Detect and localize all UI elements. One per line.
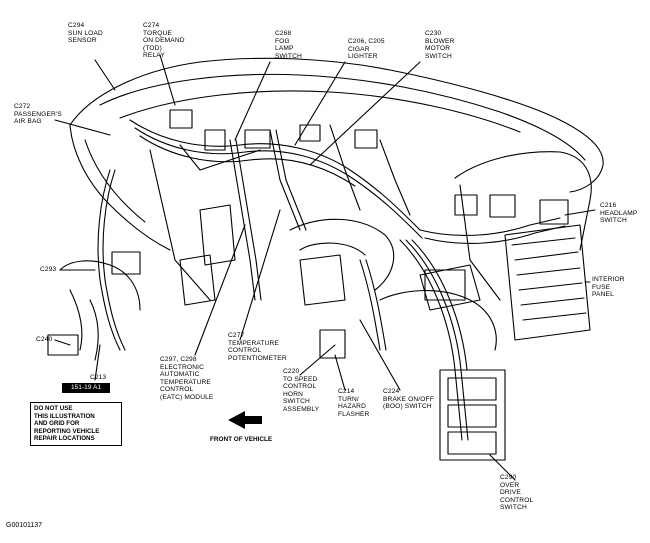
leader-c268 [234, 61, 271, 141]
label-c214: C214 TURN/ HAZARD FLASHER [338, 388, 370, 418]
label-c206: C206, C205 CIGAR LIGHTER [348, 38, 385, 61]
grid-reference-badge: 151-19 A1 [62, 383, 110, 393]
label-c274: C274 TORQUE ON DEMAND (TOD) RELAY [143, 22, 185, 60]
label-c272: C272 PASSENGER'S AIR BAG [14, 103, 62, 126]
figure-code: G00101137 [6, 522, 43, 529]
label-c240: C240 [36, 336, 53, 343]
label-c290: C290 OVER DRIVE CONTROL SWITCH [500, 474, 534, 512]
leader-c213 [94, 344, 101, 381]
label-c277: C277 TEMPERATURE CONTROL POTENTIOMETER [228, 332, 287, 362]
label-c213: C213 [90, 374, 107, 381]
leader-c277 [239, 209, 281, 341]
label-c230: C230 BLOWER MOTOR SWITCH [425, 30, 455, 60]
front-of-vehicle-label: FRONT OF VEHICLE [210, 436, 273, 443]
leader-c290 [489, 454, 516, 481]
leader-c294 [94, 59, 116, 91]
leader-c206 [294, 61, 346, 146]
label-c297: C297, C298 ELECTRONIC AUTOMATIC TEMPERAT… [160, 356, 214, 401]
label-c294: C294 SUN LOAD SENSOR [68, 22, 103, 45]
label-c220: C220 TO SPEED CONTROL HORN SWITCH ASSEMB… [283, 368, 320, 413]
leader-c274 [159, 54, 176, 106]
label-c268: C268 FOG LAMP SWITCH [275, 30, 302, 60]
leader-c272 [54, 119, 111, 136]
leader-c214 [334, 354, 346, 391]
dashboard-outline [69, 57, 604, 193]
label-c293: C293 [40, 266, 57, 273]
leader-c224 [359, 319, 401, 391]
leader-c216 [564, 209, 596, 216]
label-c224: C224 BRAKE ON/OFF (BOO) SWITCH [383, 388, 434, 411]
leader-c240 [54, 339, 71, 346]
leader-c220 [299, 344, 336, 376]
label-c216: C216 HEADLAMP SWITCH [600, 202, 638, 225]
leader-c230 [309, 61, 421, 166]
label-interior-fuse: INTERIOR FUSE PANEL [592, 276, 625, 299]
disclaimer-notice: DO NOT USE THIS ILLUSTRATION AND GRID FO… [30, 402, 122, 446]
front-arrow-icon [228, 411, 262, 429]
leader-c297 [194, 224, 246, 356]
